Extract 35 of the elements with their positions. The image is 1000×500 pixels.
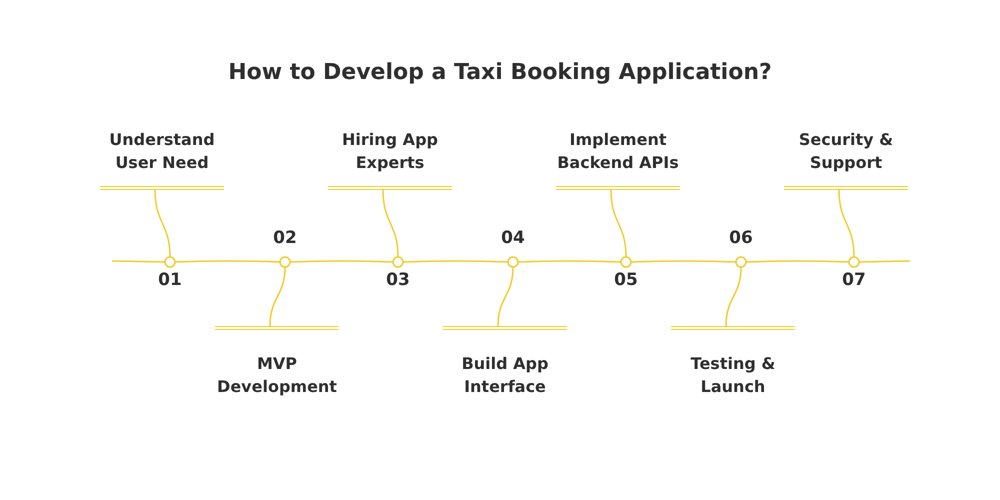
step-number: 06: [728, 228, 754, 248]
timeline-line: [630, 260, 736, 263]
step-label: Build App Interface: [443, 326, 567, 398]
step-label: Security & Support: [784, 128, 908, 190]
leader-line: [269, 266, 286, 326]
leader-line: [497, 266, 514, 326]
leader-line: [154, 190, 171, 258]
leader-line: [725, 266, 742, 326]
step-number: 05: [613, 270, 639, 290]
timeline-dot: [279, 256, 291, 268]
leader-line: [610, 190, 627, 258]
leader-line: [382, 190, 399, 258]
timeline-dot: [848, 256, 860, 268]
step-label: Implement Backend APIs: [556, 128, 680, 190]
timeline-line: [290, 260, 394, 263]
step-label: Testing & Launch: [671, 326, 795, 398]
step-label: Hiring App Experts: [328, 128, 452, 190]
timeline-line: [746, 260, 850, 263]
timeline-line: [518, 260, 622, 263]
step-label: Understand User Need: [100, 128, 224, 190]
step-number: 01: [157, 270, 183, 290]
timeline-dot: [620, 256, 632, 268]
diagram-title: How to Develop a Taxi Booking Application?: [228, 60, 772, 85]
step-number: 03: [385, 270, 411, 290]
step-number: 04: [500, 228, 526, 248]
step-label: MVP Development: [215, 326, 339, 398]
timeline-dot: [735, 256, 747, 268]
step-number: 02: [272, 228, 298, 248]
step-number: 07: [841, 270, 867, 290]
timeline-line: [174, 260, 280, 263]
timeline-line: [402, 260, 508, 263]
timeline-dot: [507, 256, 519, 268]
timeline-dot: [164, 256, 176, 268]
timeline-dot: [392, 256, 404, 268]
leader-line: [838, 190, 855, 258]
